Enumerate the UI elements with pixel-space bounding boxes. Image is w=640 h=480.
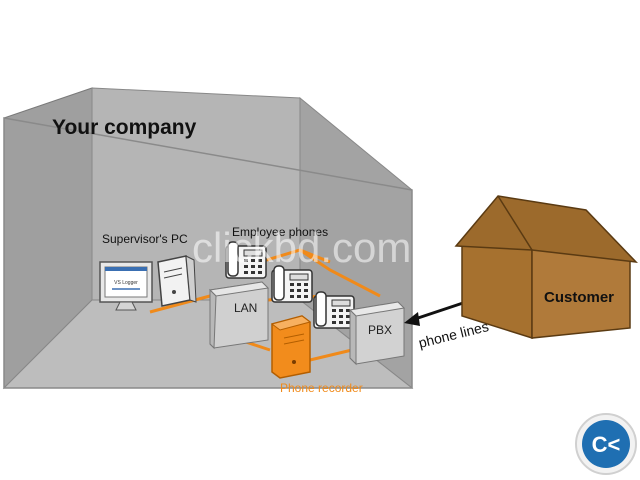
pbx-box [348, 301, 406, 366]
watermark-text: clickbd.com [192, 224, 411, 271]
employee-phones-label: Employee phones [232, 225, 328, 239]
customer-label: Customer [544, 289, 614, 306]
phone-icon [271, 265, 313, 303]
supervisor-pc: VS Logger [99, 255, 197, 311]
phone-recorder-label: Phone recorder [280, 381, 363, 395]
pc-tower [157, 255, 191, 307]
house-roof [454, 195, 638, 263]
phone-icon [313, 291, 355, 329]
clickbd-logo: C< [575, 413, 637, 475]
arrowhead-left-icon [404, 312, 420, 326]
phone-icon [225, 241, 267, 279]
phone-lines-label: phone lines [417, 318, 490, 351]
phone-recorder [270, 315, 312, 379]
room-front-frame [3, 117, 413, 389]
cable-phone-to-pbx [299, 248, 381, 298]
cable-recorder-pbx [309, 348, 353, 362]
logo-glyph: C< [592, 432, 621, 457]
customer-house [454, 195, 638, 340]
monitor-screen-text: VS Logger [114, 280, 138, 286]
supervisor-pc-label: Supervisor's PC [102, 232, 188, 246]
lan-switch [208, 281, 270, 350]
cable-pc-lan [149, 294, 211, 314]
monitor-screen [104, 266, 148, 298]
lan-label: LAN [234, 301, 257, 315]
company-title: Your company [52, 116, 197, 139]
pbx-label: PBX [368, 323, 392, 337]
